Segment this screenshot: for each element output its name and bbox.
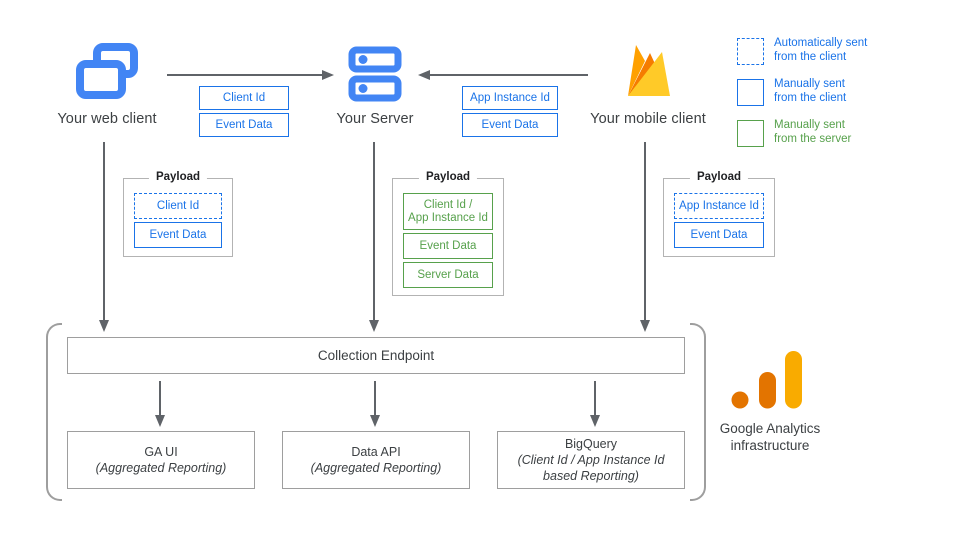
payload-mobile-app-instance-id: App Instance Id — [674, 193, 764, 219]
arrow-endpoint-to-bigquery-head-icon — [589, 415, 600, 427]
output-bigquery-subtitle: (Client Id / App Instance Id based Repor… — [517, 453, 665, 483]
payload-server: Payload Client Id / App Instance Id Even… — [392, 171, 504, 296]
arrow-server-to-endpoint-head-icon — [368, 320, 379, 332]
legend-swatch-auto-client-icon — [737, 38, 764, 65]
web-client-label: Your web client — [57, 111, 157, 127]
arrow-web-to-endpoint-head-icon — [98, 320, 109, 332]
payload-mobile-title: Payload — [689, 171, 749, 183]
arrow-web-to-endpoint — [103, 142, 105, 322]
legend-swatch-manual-client-icon — [737, 79, 764, 106]
payload-web-title: Payload — [148, 171, 208, 183]
payload-mobile: Payload App Instance Id Event Data — [663, 171, 775, 257]
arrow-mobile-to-server-head-icon — [418, 69, 430, 80]
output-bigquery-title: BigQuery — [564, 437, 618, 451]
output-ga-ui-title: GA UI — [144, 445, 178, 459]
firebase-icon — [628, 45, 670, 96]
arrow-server-to-endpoint — [373, 142, 375, 322]
bracket-right — [690, 323, 706, 501]
output-bigquery: BigQuery (Client Id / App Instance Id ba… — [497, 431, 685, 489]
legend-label-manual-client: Manually sent from the client — [774, 78, 847, 104]
infrastructure-label: Google Analytics infrastructure — [719, 421, 821, 453]
legend-label-auto-client: Automatically sent from the client — [774, 37, 868, 63]
arrow-web-to-server-head-icon — [322, 69, 334, 80]
payload-server-title: Payload — [418, 171, 478, 183]
output-ga-ui-subtitle: (Aggregated Reporting) — [95, 461, 227, 475]
arrow-mobile-to-endpoint-head-icon — [639, 320, 650, 332]
arrow-endpoint-to-dataapi-head-icon — [369, 415, 380, 427]
payload-server-server-data: Server Data — [403, 262, 493, 288]
output-ga-ui: GA UI (Aggregated Reporting) — [67, 431, 255, 489]
server-icon — [348, 46, 402, 102]
payload-web: Payload Client Id Event Data — [123, 171, 233, 257]
legend-label-manual-server: Manually sent from the server — [774, 119, 852, 145]
web-client-icon — [76, 43, 138, 99]
mobile-flow-event-data: Event Data — [462, 113, 558, 137]
server-label: Your Server — [336, 111, 414, 127]
bracket-left — [46, 323, 62, 501]
payload-web-event-data: Event Data — [134, 222, 222, 248]
payload-web-client-id: Client Id — [134, 193, 222, 219]
payload-mobile-event-data: Event Data — [674, 222, 764, 248]
output-data-api-subtitle: (Aggregated Reporting) — [310, 461, 442, 475]
payload-server-ids: Client Id / App Instance Id — [403, 193, 493, 230]
mobile-flow-app-instance-id: App Instance Id — [462, 86, 558, 110]
google-analytics-logo-icon — [731, 351, 802, 409]
arrow-mobile-to-endpoint — [644, 142, 646, 322]
output-data-api-title: Data API — [351, 445, 401, 459]
mobile-client-label: Your mobile client — [590, 111, 706, 127]
arrow-web-to-server — [167, 74, 323, 76]
output-data-api: Data API (Aggregated Reporting) — [282, 431, 470, 489]
arrow-endpoint-to-gaui-head-icon — [154, 415, 165, 427]
web-flow-client-id: Client Id — [199, 86, 289, 110]
arrow-endpoint-to-dataapi — [374, 381, 376, 417]
web-flow-event-data: Event Data — [199, 113, 289, 137]
collection-endpoint: Collection Endpoint — [67, 337, 685, 374]
arrow-endpoint-to-gaui — [159, 381, 161, 417]
payload-server-event-data: Event Data — [403, 233, 493, 259]
legend-swatch-manual-server-icon — [737, 120, 764, 147]
arrow-endpoint-to-bigquery — [594, 381, 596, 417]
arrow-mobile-to-server — [430, 74, 588, 76]
